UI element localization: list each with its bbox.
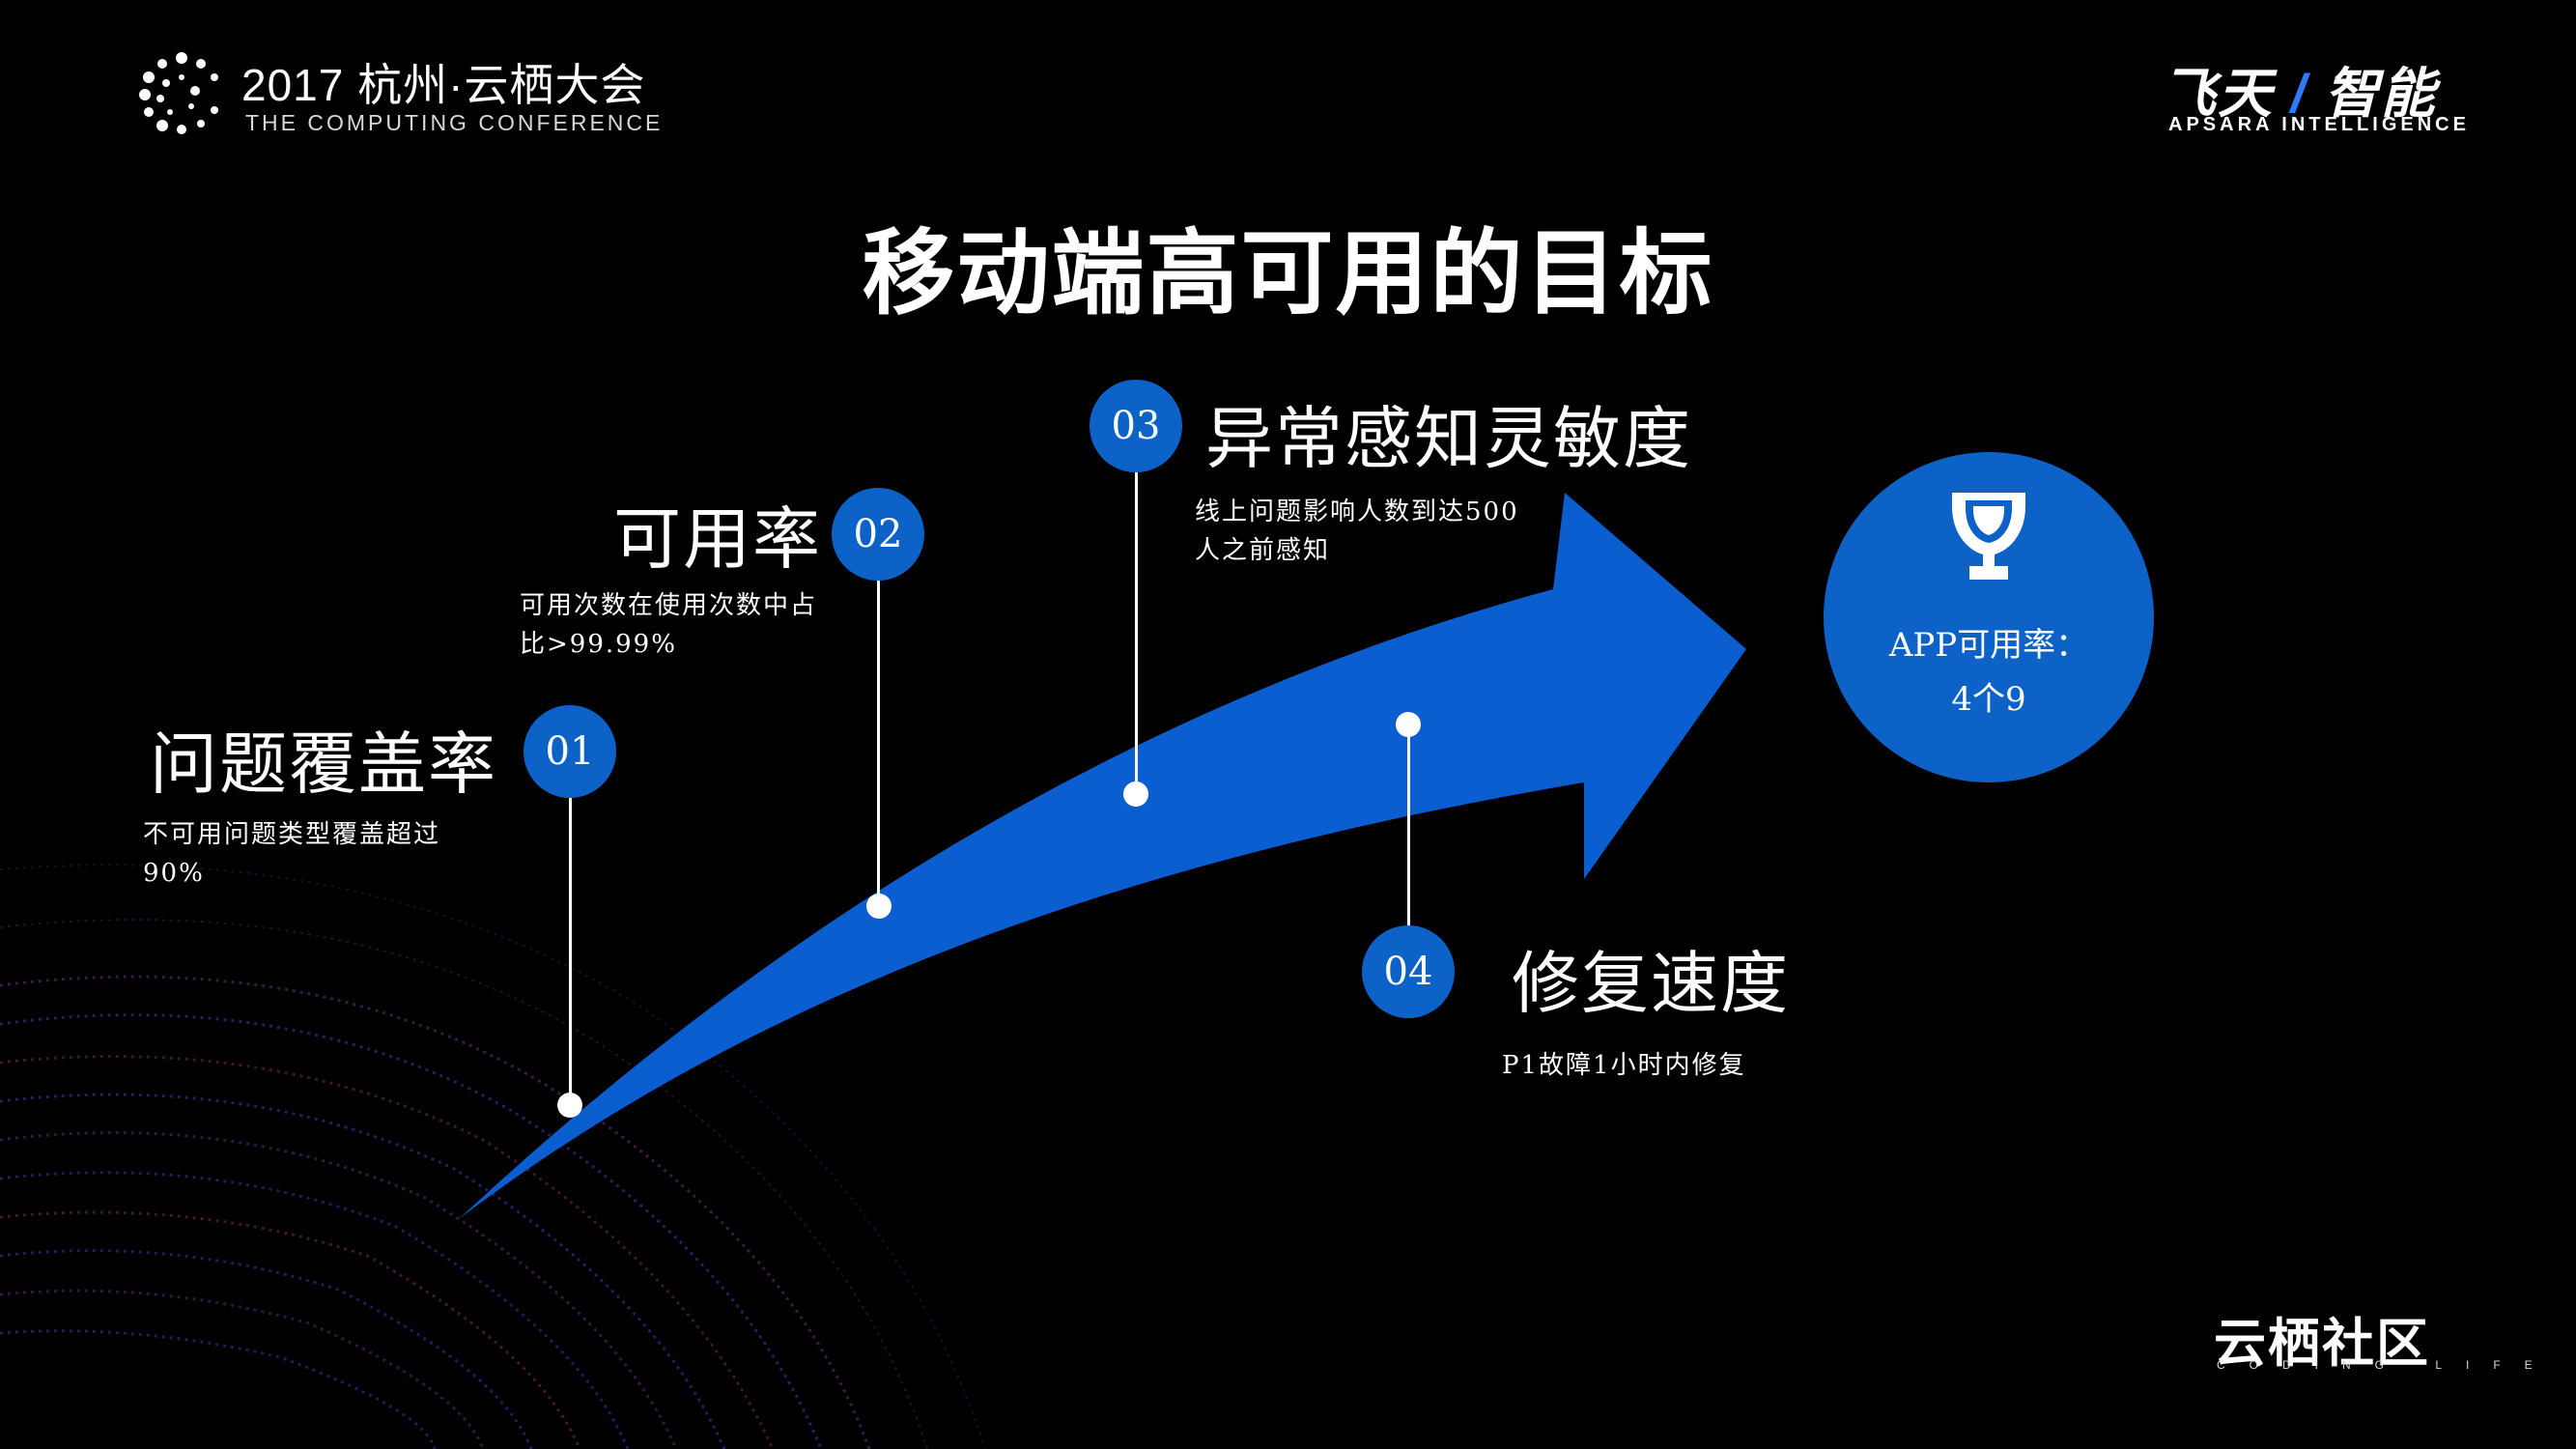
goal-line1: APP可用率： [1888, 626, 2089, 665]
community-logo-subtitle: CODING LIFE [2217, 1358, 2557, 1372]
apsara-brand-part2: 智能 [2324, 63, 2437, 124]
conference-subtitle: THE COMPUTING CONFERENCE [245, 110, 664, 135]
community-logo-text: 云栖社区 [2214, 1315, 2430, 1373]
step-03-marker-dot [1123, 781, 1148, 807]
step-01-connector [569, 798, 572, 1105]
step-02-marker-dot [866, 894, 892, 919]
swirl-decoration [0, 864, 986, 1449]
step-03-desc-line2: 人之前感知 [1195, 536, 1331, 565]
conference-logo-icon [139, 52, 218, 134]
step-03-connector [1135, 472, 1138, 793]
step-03-desc-line1: 线上问题影响人数到达500 [1195, 497, 1519, 526]
goal-text: APP可用率： 4个9 [1824, 618, 2154, 726]
step-01-heading: 问题覆盖率 [150, 724, 497, 804]
step-03-heading: 异常感知灵敏度 [1205, 399, 1692, 478]
apsara-brand-slash: / [2290, 63, 2308, 124]
step-02-description: 可用次数在使用次数中占 比>99.99% [520, 586, 817, 664]
trophy-icon [1952, 493, 2025, 580]
step-01-number-badge: 01 [524, 705, 616, 798]
step-01-marker-dot [557, 1093, 582, 1118]
step-02-heading: 可用率 [613, 499, 822, 579]
step-02-connector [877, 581, 880, 905]
goal-line2: 4个9 [1951, 680, 2026, 719]
step-04-heading: 修复速度 [1512, 944, 1790, 1023]
step-04-connector [1407, 724, 1410, 927]
step-02-desc-line1: 可用次数在使用次数中占 [520, 591, 818, 620]
conference-title: 2017 杭州·云栖大会 [241, 60, 646, 110]
apsara-brand-subtitle: APSARA INTELLIGENCE [2168, 114, 2470, 135]
step-03-number-badge: 03 [1090, 380, 1182, 472]
step-01-desc-line2: 90% [143, 859, 205, 888]
step-01-desc-line1: 不可用问题类型覆盖超过 [143, 820, 441, 849]
step-04-desc-line1: P1故障1小时内修复 [1502, 1051, 1746, 1080]
step-04-description: P1故障1小时内修复 [1502, 1046, 1746, 1085]
step-02-desc-line2: 比>99.99% [520, 630, 677, 659]
step-01-description: 不可用问题类型覆盖超过 90% [143, 815, 440, 893]
progress-arrow [459, 493, 1746, 1219]
step-04-number-badge: 04 [1362, 925, 1455, 1018]
apsara-brand-part1: 飞天 [2162, 63, 2274, 124]
step-03-description: 线上问题影响人数到达500 人之前感知 [1195, 493, 1519, 570]
page-title: 移动端高可用的目标 [862, 222, 1714, 326]
apsara-brand-logo: 飞天 / 智能 [2162, 50, 2437, 128]
step-02-number-badge: 02 [832, 488, 924, 581]
